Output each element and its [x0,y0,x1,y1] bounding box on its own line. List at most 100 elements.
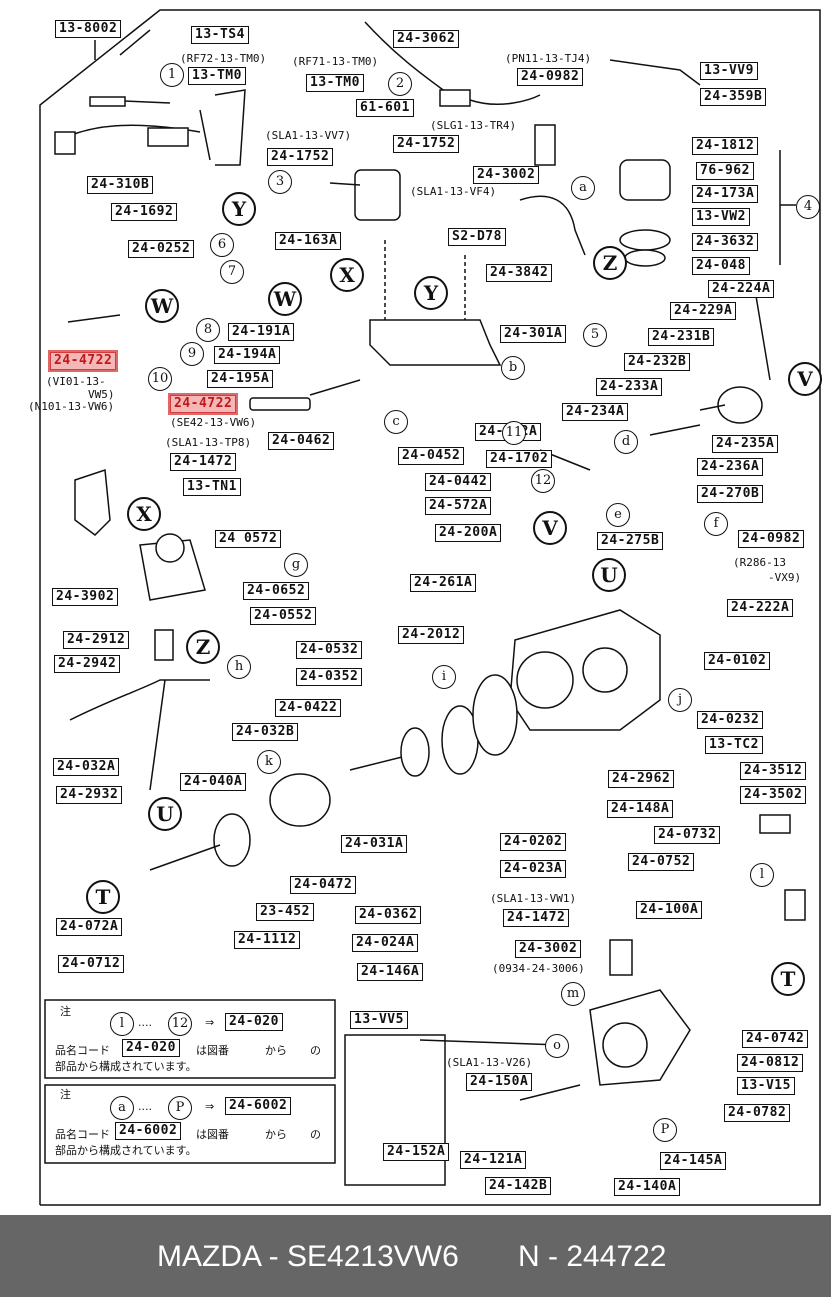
callout-circle: 8 [196,318,220,342]
callout-circle: g [284,553,308,577]
legend2-code: 24-6002 [115,1122,182,1140]
legend2-dots: .... [138,1100,152,1113]
legend1-line2d: の [310,1044,321,1057]
part-label: 13-VV9 [700,62,758,80]
part-label: 24-142B [485,1177,552,1195]
part-label: 24-0782 [724,1104,791,1122]
callout-circle: 11 [502,421,526,445]
legend1-code: 24-020 [122,1039,180,1057]
part-label: 24-0732 [654,826,721,844]
legend2-range-from: a [110,1096,134,1120]
part-label: 24-023A [500,860,567,878]
part-label: 24-3512 [740,762,807,780]
part-label: 24-0202 [500,833,567,851]
part-label: 76-962 [696,162,754,180]
legend1-range-from: l [110,1012,134,1036]
legend2-title: 注 [60,1088,71,1101]
legend1-ref: 24-020 [225,1013,283,1031]
callout-circle: l [750,863,774,887]
reference-circle: V [533,511,567,545]
part-label: 24-0252 [128,240,195,258]
callout-circle: m [561,982,585,1006]
part-label: 24-0652 [243,582,310,600]
part-label: 24-0712 [58,955,125,973]
part-label: 24-048 [692,257,750,275]
reference-circle: U [148,797,182,831]
part-label: 24-032B [232,723,299,741]
part-label: 13-TM0 [188,67,246,85]
legend1-line3: 部品から構成されています。 [55,1060,197,1073]
part-note: (SLA1-13-VV7) [265,129,352,142]
part-label: 24-232B [624,353,691,371]
part-label: 24-0982 [517,68,584,86]
part-note: (PN11-13-TJ4) [505,52,592,65]
part-label: 24-152A [383,1143,450,1161]
callout-circle: a [571,176,595,200]
part-label: 13-VV5 [350,1011,408,1029]
callout-circle: d [614,430,638,454]
part-label: 24-224A [708,280,775,298]
callout-circle: 5 [583,323,607,347]
callout-circle: 4 [796,195,820,219]
part-label: 24-0452 [398,447,465,465]
part-label: 24-0102 [704,652,771,670]
callout-circle: 2 [388,72,412,96]
part-label: 24-275B [597,532,664,550]
callout-circle: 9 [180,342,204,366]
callout-circle: f [704,512,728,536]
part-note: (SLA1-13-VF4) [410,185,497,198]
part-label: 24-229A [670,302,737,320]
part-label: 24-0552 [250,607,317,625]
part-label: 24-270B [697,485,764,503]
part-note: VW5) [88,388,115,401]
part-label: 24-359B [700,88,767,106]
part-label: 13-V15 [737,1077,795,1095]
part-label: 24-040A [180,773,247,791]
part-label: 24-2932 [56,786,123,804]
reference-circle: U [592,558,626,592]
part-note: (RF71-13-TM0) [292,55,379,68]
part-note: (SLA1-13-V26) [446,1056,533,1069]
legend2-line2d: の [310,1128,321,1141]
highlighted-part-label: 24-4722 [47,350,119,372]
reference-circle: X [127,497,161,531]
part-label: 24-1752 [393,135,460,153]
part-label: 24-1112 [234,931,301,949]
part-label: 24-0352 [296,668,363,686]
legend2-arrow: ⇒ [205,1100,215,1113]
part-label: 24-173A [692,185,759,203]
legend2-line2c: から [265,1128,287,1141]
part-label: 13-TM0 [306,74,364,92]
callout-circle: h [227,655,251,679]
part-label: 24-0462 [268,432,335,450]
part-label: 24-235A [712,435,779,453]
reference-circle: X [330,258,364,292]
part-note: (SE42-13-VW6) [170,416,257,429]
part-label: 24-032A [53,758,120,776]
legend1-arrow: ⇒ [205,1016,215,1029]
callout-circle: 6 [210,233,234,257]
part-label: 24 0572 [215,530,282,548]
part-label: 24-0812 [737,1054,804,1072]
part-label: 24-072A [56,918,123,936]
callout-circle: c [384,410,408,434]
footer-brand: MAZDA - SE4213VW6 [157,1240,459,1273]
callout-circle: j [668,688,692,712]
part-label: 24-3002 [473,166,540,184]
part-label: 24-200A [435,524,502,542]
reference-circle: Y [222,192,256,226]
part-label: 24-145A [660,1152,727,1170]
part-label: 24-100A [636,901,703,919]
part-label: 24-0532 [296,641,363,659]
part-label: 24-1472 [170,453,237,471]
part-label: 24-572A [425,497,492,515]
part-label: 24-3842 [486,264,553,282]
part-label: 13-TN1 [183,478,241,496]
part-label: 24-195A [207,370,274,388]
reference-circle: Y [414,276,448,310]
part-label: 24-2012 [398,626,465,644]
part-label: 13-TC2 [705,736,763,754]
part-label: 24-3502 [740,786,807,804]
part-note: (VI01-13- [46,375,106,388]
